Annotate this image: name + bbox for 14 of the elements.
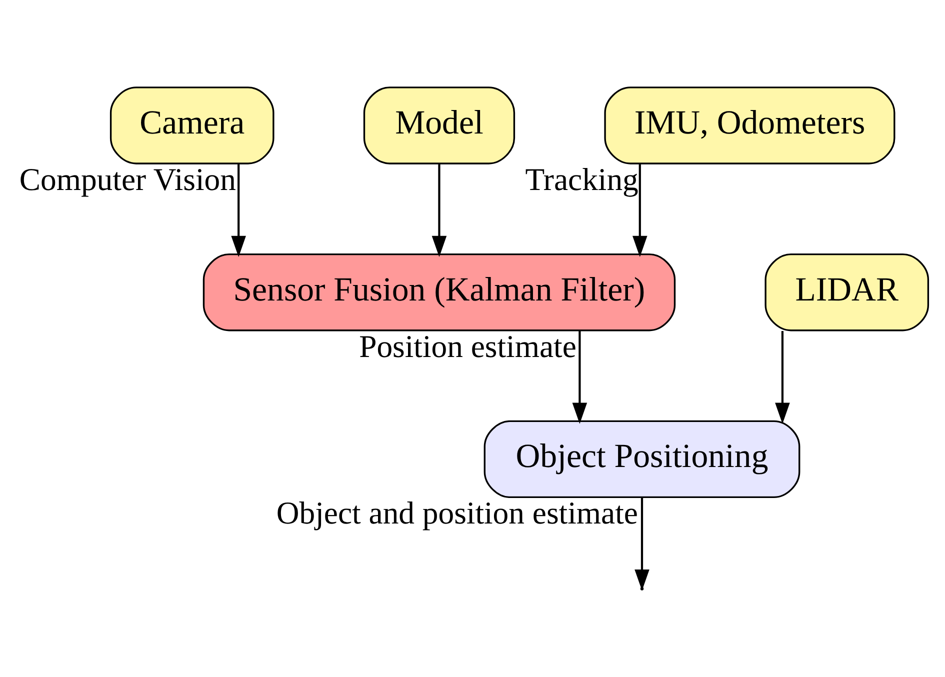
node-box: Sensor Fusion (Kalman Filter) <box>202 253 676 332</box>
edge-label: Position estimate <box>359 328 576 364</box>
node-box: IMU, Odometers <box>604 86 896 164</box>
node-box: Camera <box>110 86 274 164</box>
node-box: Model <box>363 86 516 164</box>
arrow <box>775 331 790 424</box>
arrow <box>632 164 648 258</box>
arrow <box>572 331 588 424</box>
edge-label: Tracking <box>525 162 638 197</box>
node-box: Object Positioning <box>484 420 800 498</box>
edge-label: Computer Vision <box>19 162 236 197</box>
node-box: LIDAR <box>764 253 930 332</box>
arrow <box>432 164 447 258</box>
arrow <box>231 164 246 258</box>
